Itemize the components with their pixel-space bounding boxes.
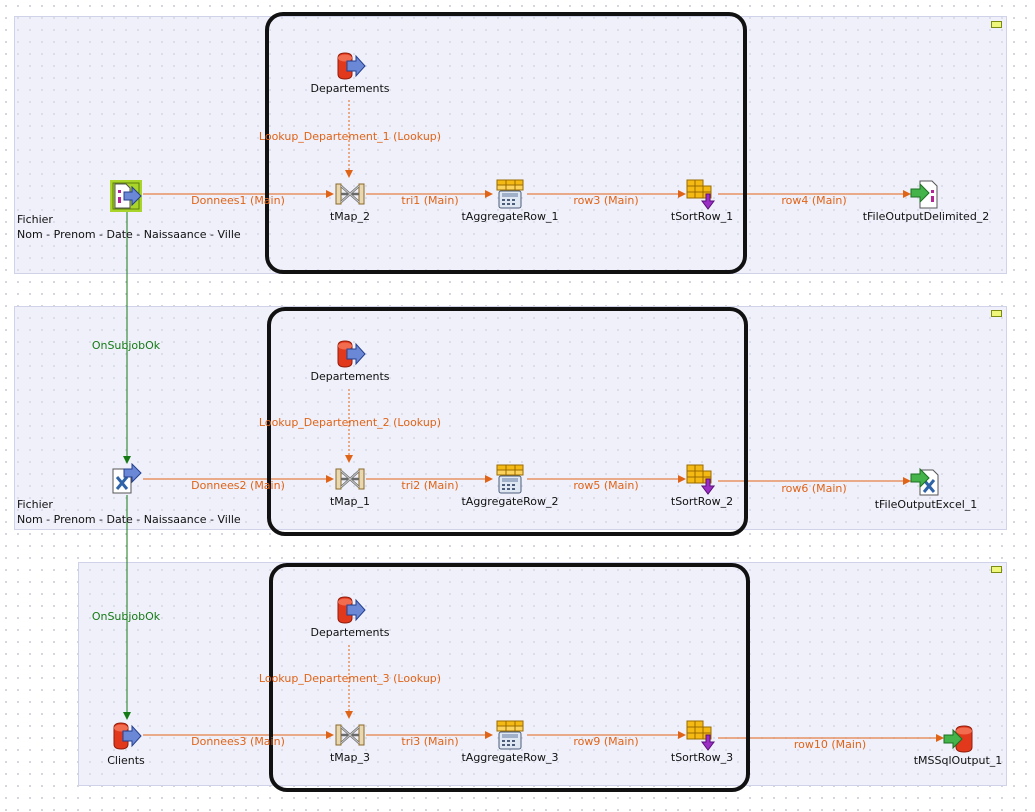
excel-output-icon[interactable]	[910, 465, 942, 497]
subjob-1-collapse-button[interactable]	[991, 21, 1002, 28]
tri1-flow-label[interactable]: tri1 (Main)	[401, 194, 459, 207]
input-2-label-line1: Fichier	[17, 498, 53, 511]
aggregate-2-icon[interactable]	[494, 463, 526, 495]
sort-1-icon[interactable]	[686, 178, 718, 210]
lookup-3-flow-label[interactable]: Lookup_Departement_3 (Lookup)	[258, 672, 442, 685]
lookup-1-flow-label[interactable]: Lookup_Departement_1 (Lookup)	[258, 130, 442, 143]
row6-flow-label[interactable]: row6 (Main)	[781, 482, 847, 495]
highlight-box-2	[267, 307, 748, 536]
output-1-label: tFileOutputDelimited_2	[862, 210, 990, 223]
sort-3-icon[interactable]	[686, 719, 718, 751]
subjob-2-collapse-button[interactable]	[991, 310, 1002, 317]
row5-flow-label[interactable]: row5 (Main)	[573, 479, 639, 492]
aggregate-3-icon[interactable]	[494, 719, 526, 751]
sort-3-label: tSortRow_3	[670, 751, 734, 764]
aggregate-2-label: tAggregateRow_2	[461, 495, 559, 508]
sort-2-icon[interactable]	[686, 463, 718, 495]
subjob-1-panel[interactable]	[14, 16, 1007, 274]
subjob-3-collapse-button[interactable]	[991, 566, 1002, 573]
output-2-label: tFileOutputExcel_1	[874, 498, 978, 511]
tmap-1-label: tMap_1	[329, 495, 371, 508]
aggregate-3-label: tAggregateRow_3	[461, 751, 559, 764]
row9-flow-label[interactable]: row9 (Main)	[573, 735, 639, 748]
tmap-1-icon[interactable]	[334, 463, 366, 495]
trigger-2-label[interactable]: OnSubjobOk	[91, 610, 161, 623]
tri2-flow-label[interactable]: tri2 (Main)	[401, 479, 459, 492]
clients-label: Clients	[107, 754, 145, 767]
sort-2-label: tSortRow_2	[670, 495, 734, 508]
input-2-label-line2: Nom - Prenom - Date - Naissaance - Ville	[17, 513, 241, 526]
departements-2-db-icon[interactable]	[334, 338, 366, 370]
departements-1-db-icon[interactable]	[334, 50, 366, 82]
departements-3-db-icon[interactable]	[334, 594, 366, 626]
aggregate-1-icon[interactable]	[494, 178, 526, 210]
aggregate-1-label: tAggregateRow_1	[461, 210, 559, 223]
sort-1-label: tSortRow_1	[670, 210, 734, 223]
output-3-label: tMSSqlOutput_1	[913, 754, 1003, 767]
database-input-icon[interactable]	[110, 720, 142, 752]
trigger-1-label[interactable]: OnSubjobOk	[91, 339, 161, 352]
donnees2-flow-label[interactable]: Donnees2 (Main)	[191, 479, 285, 492]
tmap-3-label: tMap_3	[329, 751, 371, 764]
input-1-label-line2: Nom - Prenom - Date - Naissaance - Ville	[17, 228, 241, 241]
donnees3-flow-label[interactable]: Donnees3 (Main)	[191, 735, 285, 748]
excel-input-icon[interactable]	[110, 463, 142, 495]
file-delimited-output-icon[interactable]	[910, 178, 942, 210]
departements-1-label: Departements	[310, 82, 390, 95]
tmap-2-label: tMap_2	[329, 210, 371, 223]
tri3-flow-label[interactable]: tri3 (Main)	[401, 735, 459, 748]
highlight-box-3	[269, 563, 750, 792]
database-output-icon[interactable]	[942, 723, 974, 755]
subjob-3-panel[interactable]	[78, 562, 1007, 786]
file-delimited-input-icon[interactable]	[110, 180, 142, 212]
tmap-2-icon[interactable]	[334, 178, 366, 210]
departements-3-label: Departements	[310, 626, 390, 639]
input-1-label-line1: Fichier	[17, 213, 53, 226]
departements-2-label: Departements	[310, 370, 390, 383]
lookup-2-flow-label[interactable]: Lookup_Departement_2 (Lookup)	[258, 416, 442, 429]
row10-flow-label[interactable]: row10 (Main)	[793, 738, 867, 751]
row4-flow-label[interactable]: row4 (Main)	[781, 194, 847, 207]
highlight-box-1	[265, 12, 747, 274]
tmap-3-icon[interactable]	[334, 719, 366, 751]
row3-flow-label[interactable]: row3 (Main)	[573, 194, 639, 207]
donnees1-flow-label[interactable]: Donnees1 (Main)	[191, 194, 285, 207]
